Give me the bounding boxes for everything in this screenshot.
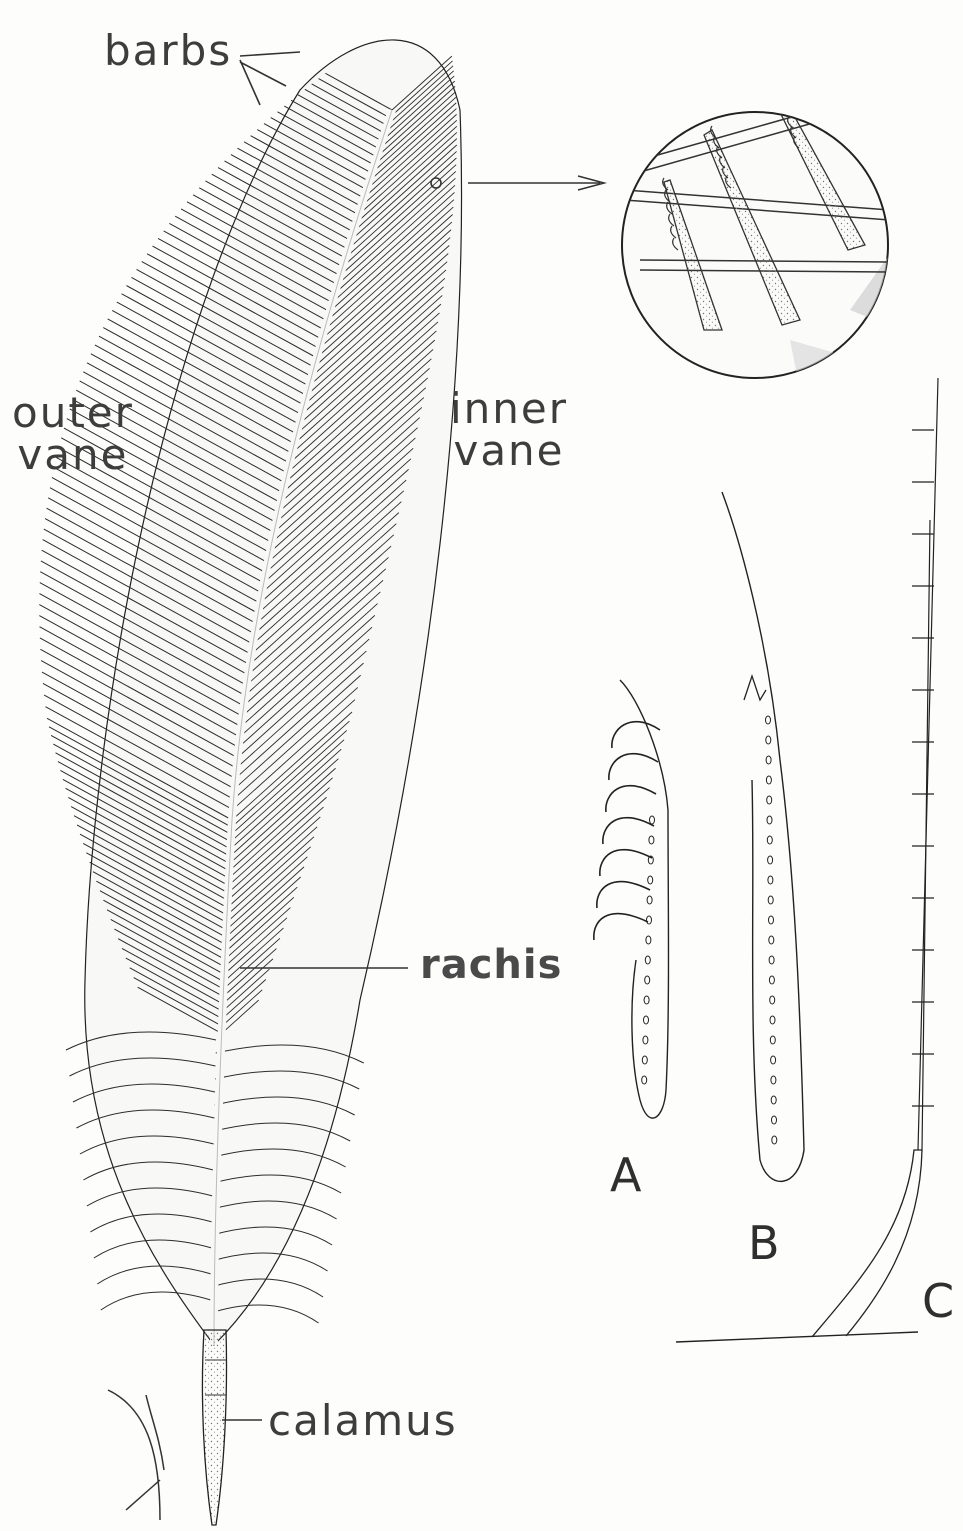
figure-b-barbule (722, 492, 804, 1181)
cell (650, 816, 655, 824)
cell (770, 1036, 775, 1044)
cell (648, 876, 653, 884)
hooklet (779, 86, 784, 98)
cell (643, 1036, 648, 1044)
cell (771, 1096, 776, 1104)
cell (647, 916, 652, 924)
magnified-barbules (610, 80, 900, 390)
cell (766, 736, 771, 744)
hook (597, 882, 650, 908)
cell (767, 816, 772, 824)
figure-c-barbule (676, 378, 938, 1342)
cell (769, 956, 774, 964)
cell (646, 936, 651, 944)
shaft (922, 520, 930, 1150)
hook (612, 722, 660, 748)
cell (647, 896, 652, 904)
cell (769, 936, 774, 944)
hook (600, 850, 652, 876)
cell (644, 996, 649, 1004)
barbs-label: barbs (104, 30, 232, 72)
cell (768, 876, 773, 884)
cell (768, 856, 773, 864)
inner-vane-label: inner vane (450, 388, 568, 472)
hook (609, 754, 658, 780)
outer-vane-label: outer vane (12, 392, 134, 476)
inner-vane-line1: inner (450, 388, 568, 430)
hook (594, 914, 648, 940)
cell (772, 1136, 777, 1144)
cell (770, 996, 775, 1004)
calamus-quill (202, 1330, 226, 1525)
cell (649, 836, 654, 844)
cell (766, 776, 771, 784)
cell (770, 1016, 775, 1024)
cell (766, 716, 771, 724)
cell (768, 896, 773, 904)
cell (767, 796, 772, 804)
cell (771, 1076, 776, 1084)
hook (606, 786, 656, 812)
cell (642, 1076, 647, 1084)
shaft (918, 378, 938, 1150)
calamus-label: calamus (268, 1400, 458, 1442)
inner-vane-line2: vane (450, 430, 568, 472)
figure-a-label: A (610, 1152, 641, 1198)
cell (766, 756, 771, 764)
cell (645, 976, 650, 984)
rachis-label: rachis (420, 945, 562, 985)
artist-signature (108, 1390, 164, 1520)
main-feather (39, 40, 461, 1525)
figure-b-label: B (748, 1220, 780, 1266)
hooklet (782, 96, 787, 108)
hook (603, 818, 654, 844)
cell (772, 1116, 777, 1124)
cell (645, 956, 650, 964)
cell (769, 976, 774, 984)
barbs-leader-1 (240, 52, 300, 56)
cell (644, 1016, 649, 1024)
cell (767, 836, 772, 844)
outer-vane-line1: outer (12, 392, 134, 434)
figure-a-barbule (594, 680, 669, 1118)
cell (771, 1056, 776, 1064)
outer-vane-line2: vane (12, 434, 134, 476)
figure-c-label: C (922, 1278, 954, 1324)
cell (642, 1056, 647, 1064)
cell (769, 916, 774, 924)
